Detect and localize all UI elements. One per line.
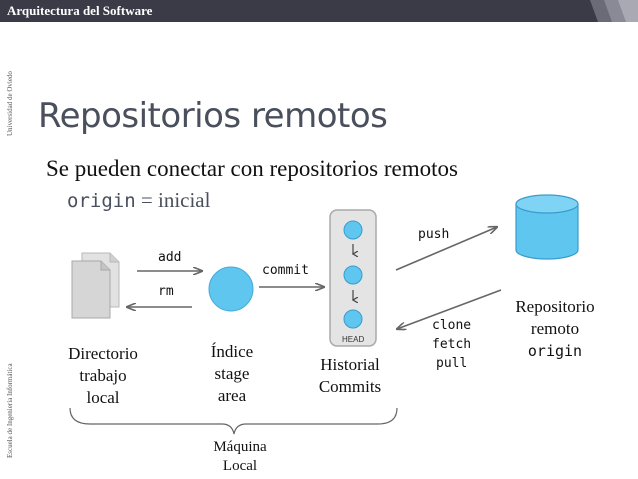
- push-arrow: [395, 227, 497, 271]
- add-label: add: [158, 250, 182, 265]
- remote-code: origin: [527, 342, 583, 360]
- commit-node: [343, 309, 363, 329]
- slide-title: Repositorios remotos: [38, 96, 388, 136]
- sub-bullet-text: = inicial: [135, 188, 211, 212]
- rm-label: rm: [158, 284, 174, 299]
- local-machine-label: Máquina Local: [190, 438, 290, 476]
- document-icon: [71, 252, 120, 319]
- database-icon: [515, 194, 579, 260]
- working-dir-line: Directorio: [68, 344, 138, 363]
- remote-label: Repositorio remoto origin: [500, 296, 610, 362]
- course-title: Arquitectura del Software: [7, 3, 153, 18]
- commit-label: commit: [262, 263, 309, 278]
- local-machine-line: Máquina: [213, 439, 267, 455]
- fetch-label: fetch: [432, 337, 472, 352]
- sub-bullet: origin = inicial: [67, 188, 210, 213]
- history-line: Historial: [320, 355, 380, 374]
- index-line: Índice: [210, 342, 254, 361]
- commit-node: [343, 265, 363, 285]
- pull-label: pull: [436, 356, 468, 371]
- clone-label: clone: [432, 318, 472, 333]
- index-node: [208, 266, 254, 312]
- working-dir-line: local: [86, 388, 120, 407]
- header-decoration: [590, 0, 638, 22]
- remote-line: Repositorio: [515, 297, 595, 316]
- local-machine-line: Local: [222, 458, 258, 474]
- push-label: push: [418, 227, 450, 242]
- head-label: HEAD: [342, 335, 365, 344]
- sub-bullet-code: origin: [67, 190, 136, 212]
- clone-arrow: [397, 289, 502, 329]
- header-bar: [0, 0, 638, 22]
- history-label: Historial Commits: [304, 354, 396, 398]
- remote-line: remoto: [530, 319, 580, 338]
- index-label: Índice stage area: [190, 341, 274, 407]
- commit-node: [343, 220, 363, 240]
- history-line: Commits: [318, 377, 382, 396]
- working-dir-line: trabajo: [79, 366, 127, 385]
- index-line: area: [217, 386, 247, 405]
- local-machine-brace: [69, 407, 398, 435]
- working-dir-label: Directorio trabajo local: [48, 343, 158, 409]
- bullet-text: Se pueden conectar con repositorios remo…: [46, 156, 458, 181]
- index-line: stage: [214, 364, 250, 383]
